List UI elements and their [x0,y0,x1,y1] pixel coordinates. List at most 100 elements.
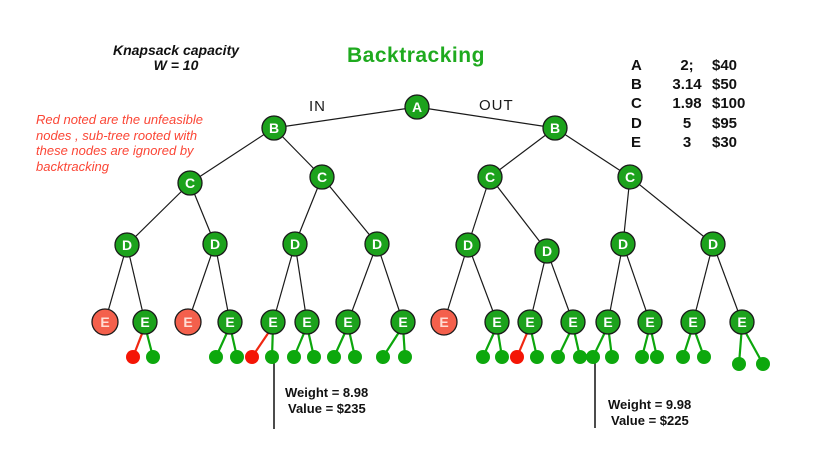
leaf-dot-green [551,350,565,364]
note-line: these nodes are ignored by [36,143,194,158]
tree-node-D5 [455,232,481,258]
tree-node-label: C [485,169,495,185]
tree-node-B1 [261,115,287,141]
tree-edge [607,243,624,323]
leaf-dot-red [126,350,140,364]
leaf-dot-green [376,350,390,364]
tree-node-D7 [610,231,636,257]
tree-node-D3 [282,231,308,257]
tree-node-label: E [183,314,192,330]
leaf-dot-green [573,350,587,364]
tree-node-E12 [560,309,586,335]
tree-edge [629,176,714,245]
tree-node-B2 [542,115,568,141]
tree-node-E9 [430,308,458,336]
leaf-dot-green [230,350,244,364]
tree-edge [272,243,296,323]
tree-node-label: E [492,314,501,330]
note-line: nodes , sub-tree rooted with [36,127,198,143]
leaf-dot-green [697,350,711,364]
leaf-dot-red [245,350,259,364]
leaf-dot-green [327,350,341,364]
leaf-dot-green [265,350,279,364]
leaf-dot-red [510,350,524,364]
tree-node-label: D [122,237,132,253]
branch-label-out: OUT [479,97,514,114]
item-value: $95 [712,114,738,132]
tree-edge [489,176,548,252]
table-row: D 5 $95 [631,114,745,133]
item-name: B [631,76,642,94]
item-weight: 3 [682,133,692,151]
tree-node-E14 [637,309,663,335]
tree-node-D8 [700,231,726,257]
tree-node-C4 [617,164,643,190]
tree-node-E5 [260,309,286,335]
tree-node-E15 [680,309,706,335]
tree-edge [467,244,498,323]
leaf-dot-green [209,350,223,364]
annotation-weight: Weight = 8.98 [285,385,369,400]
tree-node-E11 [517,309,543,335]
tree-node-label: D [618,236,628,252]
capacity-line2: W = 10 [153,57,199,73]
tree-edge [376,243,404,323]
tree-node-label: E [100,314,109,330]
leaf-dot-green [146,350,160,364]
tree-node-label: B [269,120,279,136]
tree-node-C3 [477,164,503,190]
tree-node-D1 [114,232,140,258]
tree-edge [712,243,743,323]
branch-label-in: IN [309,98,326,115]
leaf-dot-green [287,350,301,364]
item-weight: 5 [682,114,692,132]
page-title: Backtracking [347,44,485,67]
tree-node-E16 [729,309,755,335]
tree-node-E2 [132,309,158,335]
tree-node-label: D [372,236,382,252]
tree-node-label: E [525,314,534,330]
item-table: A 2; $40 B 3.14 $50 C 1.98 $100 D 5 $95 … [631,56,745,152]
leaf-dot-green [530,350,544,364]
tree-node-C1 [177,170,203,196]
tree-node-E4 [217,309,243,335]
leaf-dot-green [635,350,649,364]
tree-edge [347,243,378,323]
annotation-value: Value = $235 [288,401,366,416]
tree-node-E10 [484,309,510,335]
knapsack-capacity-label: Knapsack capacity W = 10 [95,43,257,73]
tree-edge [187,243,216,323]
tree-node-label: E [439,314,448,330]
tree-node-label: D [542,243,552,259]
tree-edge [294,243,308,323]
leaf-dot-green [586,350,600,364]
table-row: C 1.98 $100 [631,94,745,113]
tree-node-label: E [645,314,654,330]
tree-edge [692,243,714,323]
leaf-dot-green [476,350,490,364]
leaf-dot-green [676,350,690,364]
leaf-dot-green [307,350,321,364]
item-name: E [631,133,642,151]
leaf-dot-green [756,357,770,371]
tree-node-label: E [603,314,612,330]
leaf-dot-green [732,357,746,371]
tree-node-label: D [210,236,220,252]
tree-node-label: D [708,236,718,252]
tree-node-label: E [343,314,352,330]
table-row: B 3.14 $50 [631,75,745,94]
item-name: A [631,57,642,75]
tree-node-label: E [688,314,697,330]
tree-node-E1 [91,308,119,336]
tree-edge [321,176,378,245]
unfeasible-note: Red noted are the unfeasible nodes , sub… [36,112,203,174]
tree-node-label: C [625,169,635,185]
annotation-value: Value = $225 [611,413,689,428]
leaf-dot-green [605,350,619,364]
leaf-dot-green [650,350,664,364]
tree-node-E8 [390,309,416,335]
tree-edge [189,127,275,184]
tree-node-label: D [290,236,300,252]
tree-edge [126,182,191,246]
